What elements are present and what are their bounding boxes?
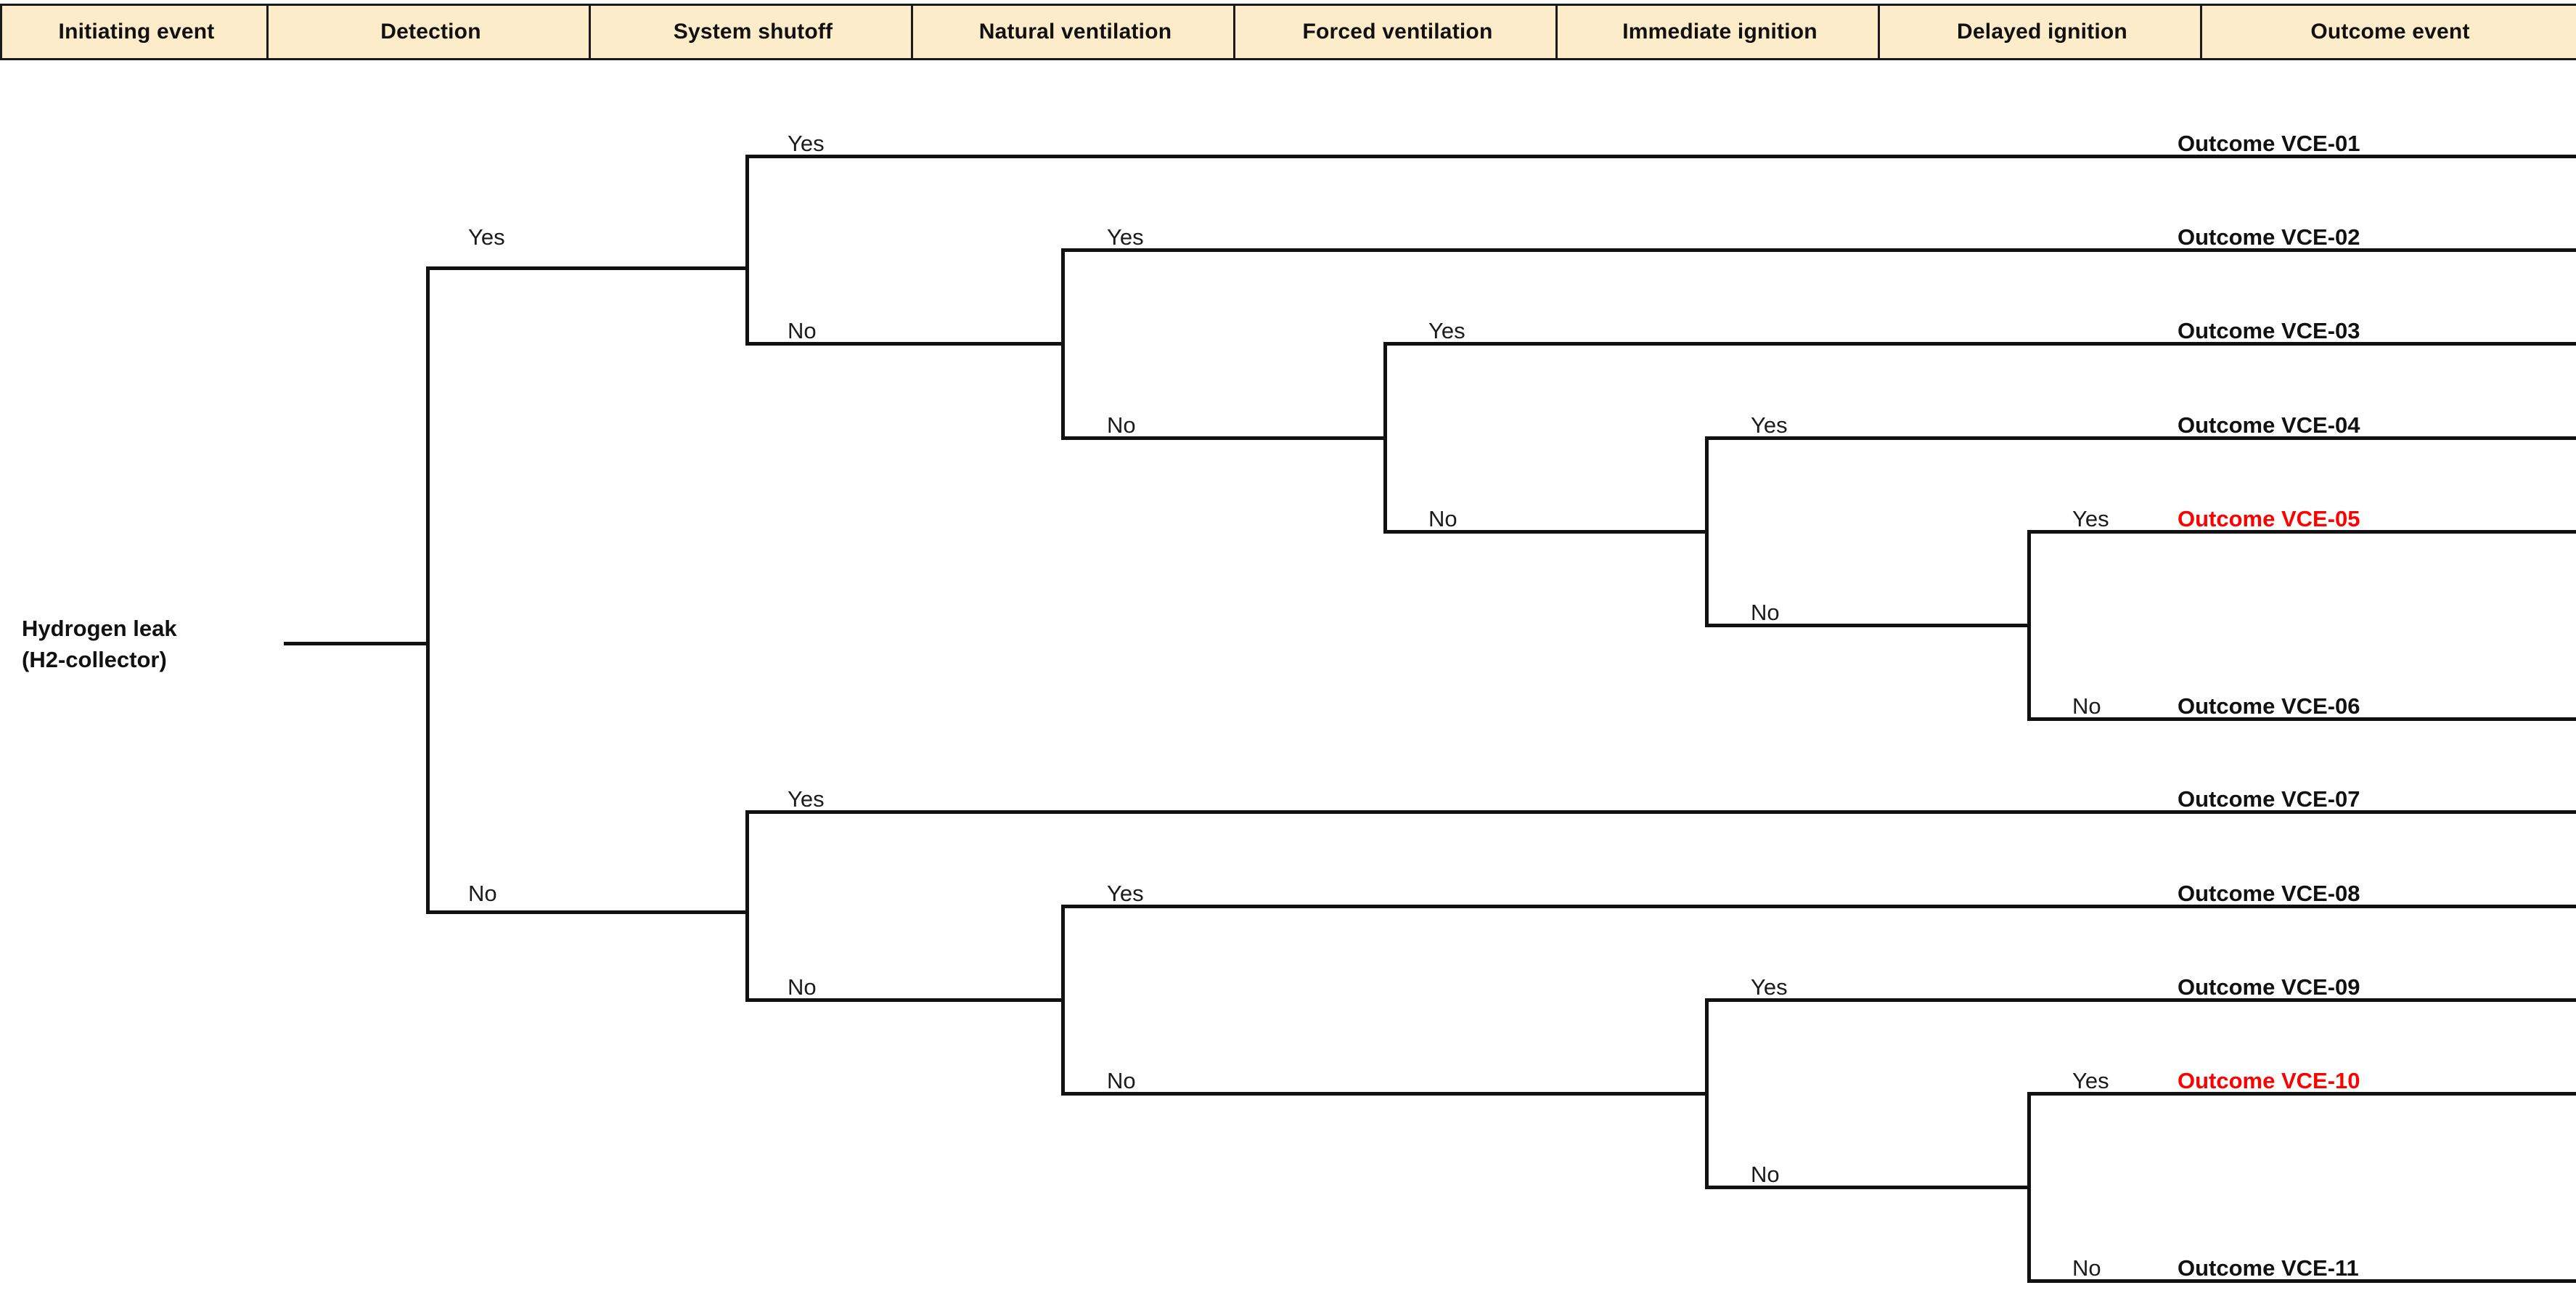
branch-label-yes-18: Yes [2072,1068,2109,1093]
outcome-label-outcome-vce-11: Outcome VCE-11 [2178,1255,2359,1281]
edge-detection-no-edge [426,910,745,914]
outcome-line-11 [2027,1279,2576,1283]
edge-immediate-no-edge-lower [1705,1186,2027,1189]
branch-label-yes-7: Yes [1751,412,1788,438]
edge-detection-node [426,266,430,910]
outcome-label-outcome-vce-02: Outcome VCE-02 [2178,224,2360,250]
stage-header-initiating-event: Initiating event [0,4,273,60]
outcome-line-7 [745,810,2576,814]
edge-delayed-ign-node-upper [2027,530,2031,717]
stage-header-outcome-event: Outcome event [2200,4,2576,60]
edge-immediate-ign-node-lower [1705,998,1709,1186]
branch-label-no-17: No [1107,1068,1136,1093]
outcome-line-9 [1705,998,2576,1002]
stage-header-natural-ventilation: Natural ventilation [911,4,1240,60]
outcome-label-outcome-vce-10: Outcome VCE-10 [2178,1068,2360,1093]
branch-label-yes-16: Yes [1751,974,1788,1000]
edge-natural-vent-node-lower [745,810,749,998]
branch-label-no-11: No [2072,693,2101,719]
outcome-line-2 [1061,248,2576,252]
edge-shutoff-no-edge [745,342,1061,346]
outcome-line-10 [2027,1092,2576,1096]
edge-delayed-ign-node-lower [2027,1092,2031,1279]
outcome-label-outcome-vce-09: Outcome VCE-09 [2178,974,2360,1000]
stage-header-forced-ventilation: Forced ventilation [1233,4,1562,60]
edge-forced-no-edge-lower [1061,1092,1705,1096]
branch-label-no-20: No [2072,1255,2101,1281]
edge-natural-no-edge-upper [1061,436,1383,440]
outcome-line-4 [1705,436,2576,440]
edge-natural-no-edge-lower [745,998,1061,1002]
initiating-event-label: Hydrogen leak (H2-collector) [22,616,177,672]
branch-label-no-13: No [468,881,497,906]
outcome-label-outcome-vce-03: Outcome VCE-03 [2178,318,2360,343]
outcome-label-outcome-vce-07: Outcome VCE-07 [2178,786,2360,812]
outcome-line-5 [2027,530,2576,534]
outcome-line-6 [2027,717,2576,721]
edge-system-shutoff-node-upper [745,155,749,343]
branch-label-no-10: No [1751,600,1780,625]
stage-header-immediate-ignition: Immediate ignition [1555,4,1884,60]
branch-label-yes-5: Yes [1428,318,1465,343]
branch-label-no-19: No [1751,1162,1780,1187]
branch-label-yes-14: Yes [1107,881,1144,906]
branch-label-no-4: No [788,318,817,343]
edge-immediate-no-edge-upper [1705,624,2027,627]
branch-label-yes-12: Yes [788,786,825,812]
outcome-label-outcome-vce-04: Outcome VCE-04 [2178,412,2360,438]
edge-forced-no-edge-upper [1383,530,1705,534]
branch-label-yes-9: Yes [2072,506,2109,531]
branch-label-no-15: No [788,974,817,1000]
outcome-line-3 [1383,342,2576,346]
stage-header-system-shutoff: System shutoff [589,4,917,60]
trunk-edge [284,642,426,645]
outcome-label-outcome-vce-01: Outcome VCE-01 [2178,131,2360,156]
branch-label-no-6: No [1107,412,1136,438]
branch-label-yes-1: Yes [788,131,825,156]
outcome-label-outcome-vce-06: Outcome VCE-06 [2178,693,2360,719]
stage-header-delayed-ignition: Delayed ignition [1878,4,2207,60]
edge-forced-vent-node-upper [1383,342,1387,530]
outcome-label-outcome-vce-08: Outcome VCE-08 [2178,881,2360,906]
edge-detection-yes-edge [426,266,745,270]
edge-forced-vent-node-lower [1061,905,1065,1093]
branch-label-yes-2: Yes [468,224,505,250]
outcome-line-1 [745,155,2576,158]
edge-immediate-ign-node-upper [1705,436,1709,624]
branch-label-yes-3: Yes [1107,224,1144,250]
edge-natural-vent-node-upper [1061,248,1065,436]
outcome-line-8 [1061,905,2576,908]
branch-label-no-8: No [1428,506,1457,531]
outcome-label-outcome-vce-05: Outcome VCE-05 [2178,506,2360,531]
stage-header-detection: Detection [266,4,595,60]
